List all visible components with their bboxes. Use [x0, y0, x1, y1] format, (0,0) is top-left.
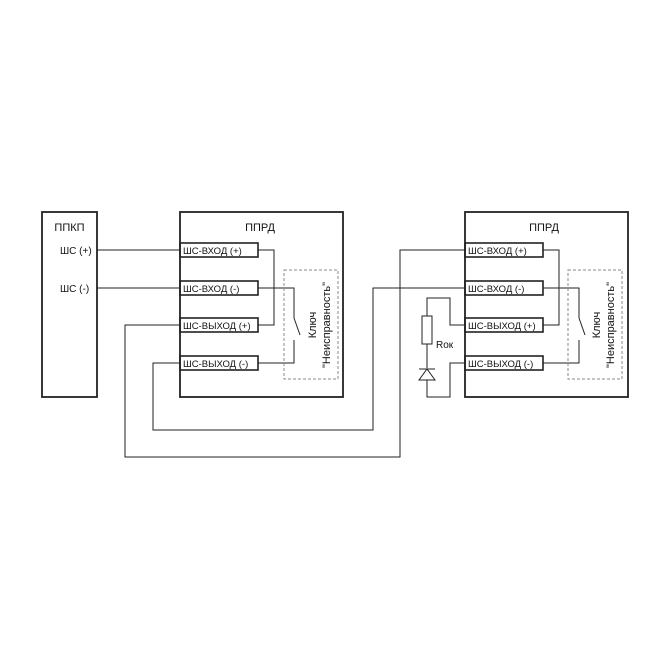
resistor-rok: [421, 315, 433, 345]
pprd-left-key-box: [283, 269, 339, 380]
pprd-left-terminal-label: ШС-ВХОД (-): [183, 284, 239, 295]
pprd-right-block: [464, 211, 629, 398]
wire-eol-top: [426, 297, 465, 326]
pprd-left-internal-minus: [258, 287, 295, 318]
pprd-left-terminal-label: ШС-ВХОД (+): [183, 246, 242, 257]
wire-out-plus-to-in-plus: [124, 249, 465, 458]
resistor-label: Rок: [436, 340, 454, 351]
pprd-left-switch-lead: [258, 340, 295, 364]
pprd-right-switch-lead: [543, 340, 580, 364]
pprd-right-key-box: [567, 269, 623, 380]
wire-eol-bottom: [426, 362, 465, 398]
pprd-right-terminal-label: ШС-ВЫХОД (+): [468, 321, 536, 332]
pprd-right-terminal-label: ШС-ВХОД (+): [468, 246, 527, 257]
ppkp-title: ППКП: [54, 222, 84, 234]
ppkp-terminal-plus: ШС (+): [60, 246, 92, 257]
pprd-right-terminal-label: ШС-ВЫХОД (-): [468, 359, 533, 370]
ppkp-terminal-minus: ШС (-): [60, 284, 89, 295]
pprd-left-key-label-1: Ключ: [307, 312, 319, 339]
pprd-left-block: [179, 211, 344, 398]
pprd-right-switch: [578, 317, 586, 336]
pprd-right-internal-minus: [543, 287, 580, 318]
pprd-right-key-label-1: Ключ: [591, 312, 603, 339]
pprd-right-title: ППРД: [529, 222, 559, 234]
wire-out-minus-to-in-minus: [152, 287, 465, 431]
pprd-left-terminal-label: ШС-ВЫХОД (+): [183, 321, 251, 332]
pprd-left-key-label-2: "Неисправность": [321, 282, 333, 368]
pprd-right-terminal-label: ШС-ВХОД (-): [468, 284, 524, 295]
pprd-right-key-label-2: "Неисправность": [605, 282, 617, 368]
diode-symbol: [418, 368, 436, 381]
pprd-left-title: ППРД: [245, 222, 275, 234]
pprd-left-switch: [293, 317, 301, 336]
pprd-left-terminal-label: ШС-ВЫХОД (-): [183, 359, 248, 370]
ppkp-block: [41, 211, 98, 398]
